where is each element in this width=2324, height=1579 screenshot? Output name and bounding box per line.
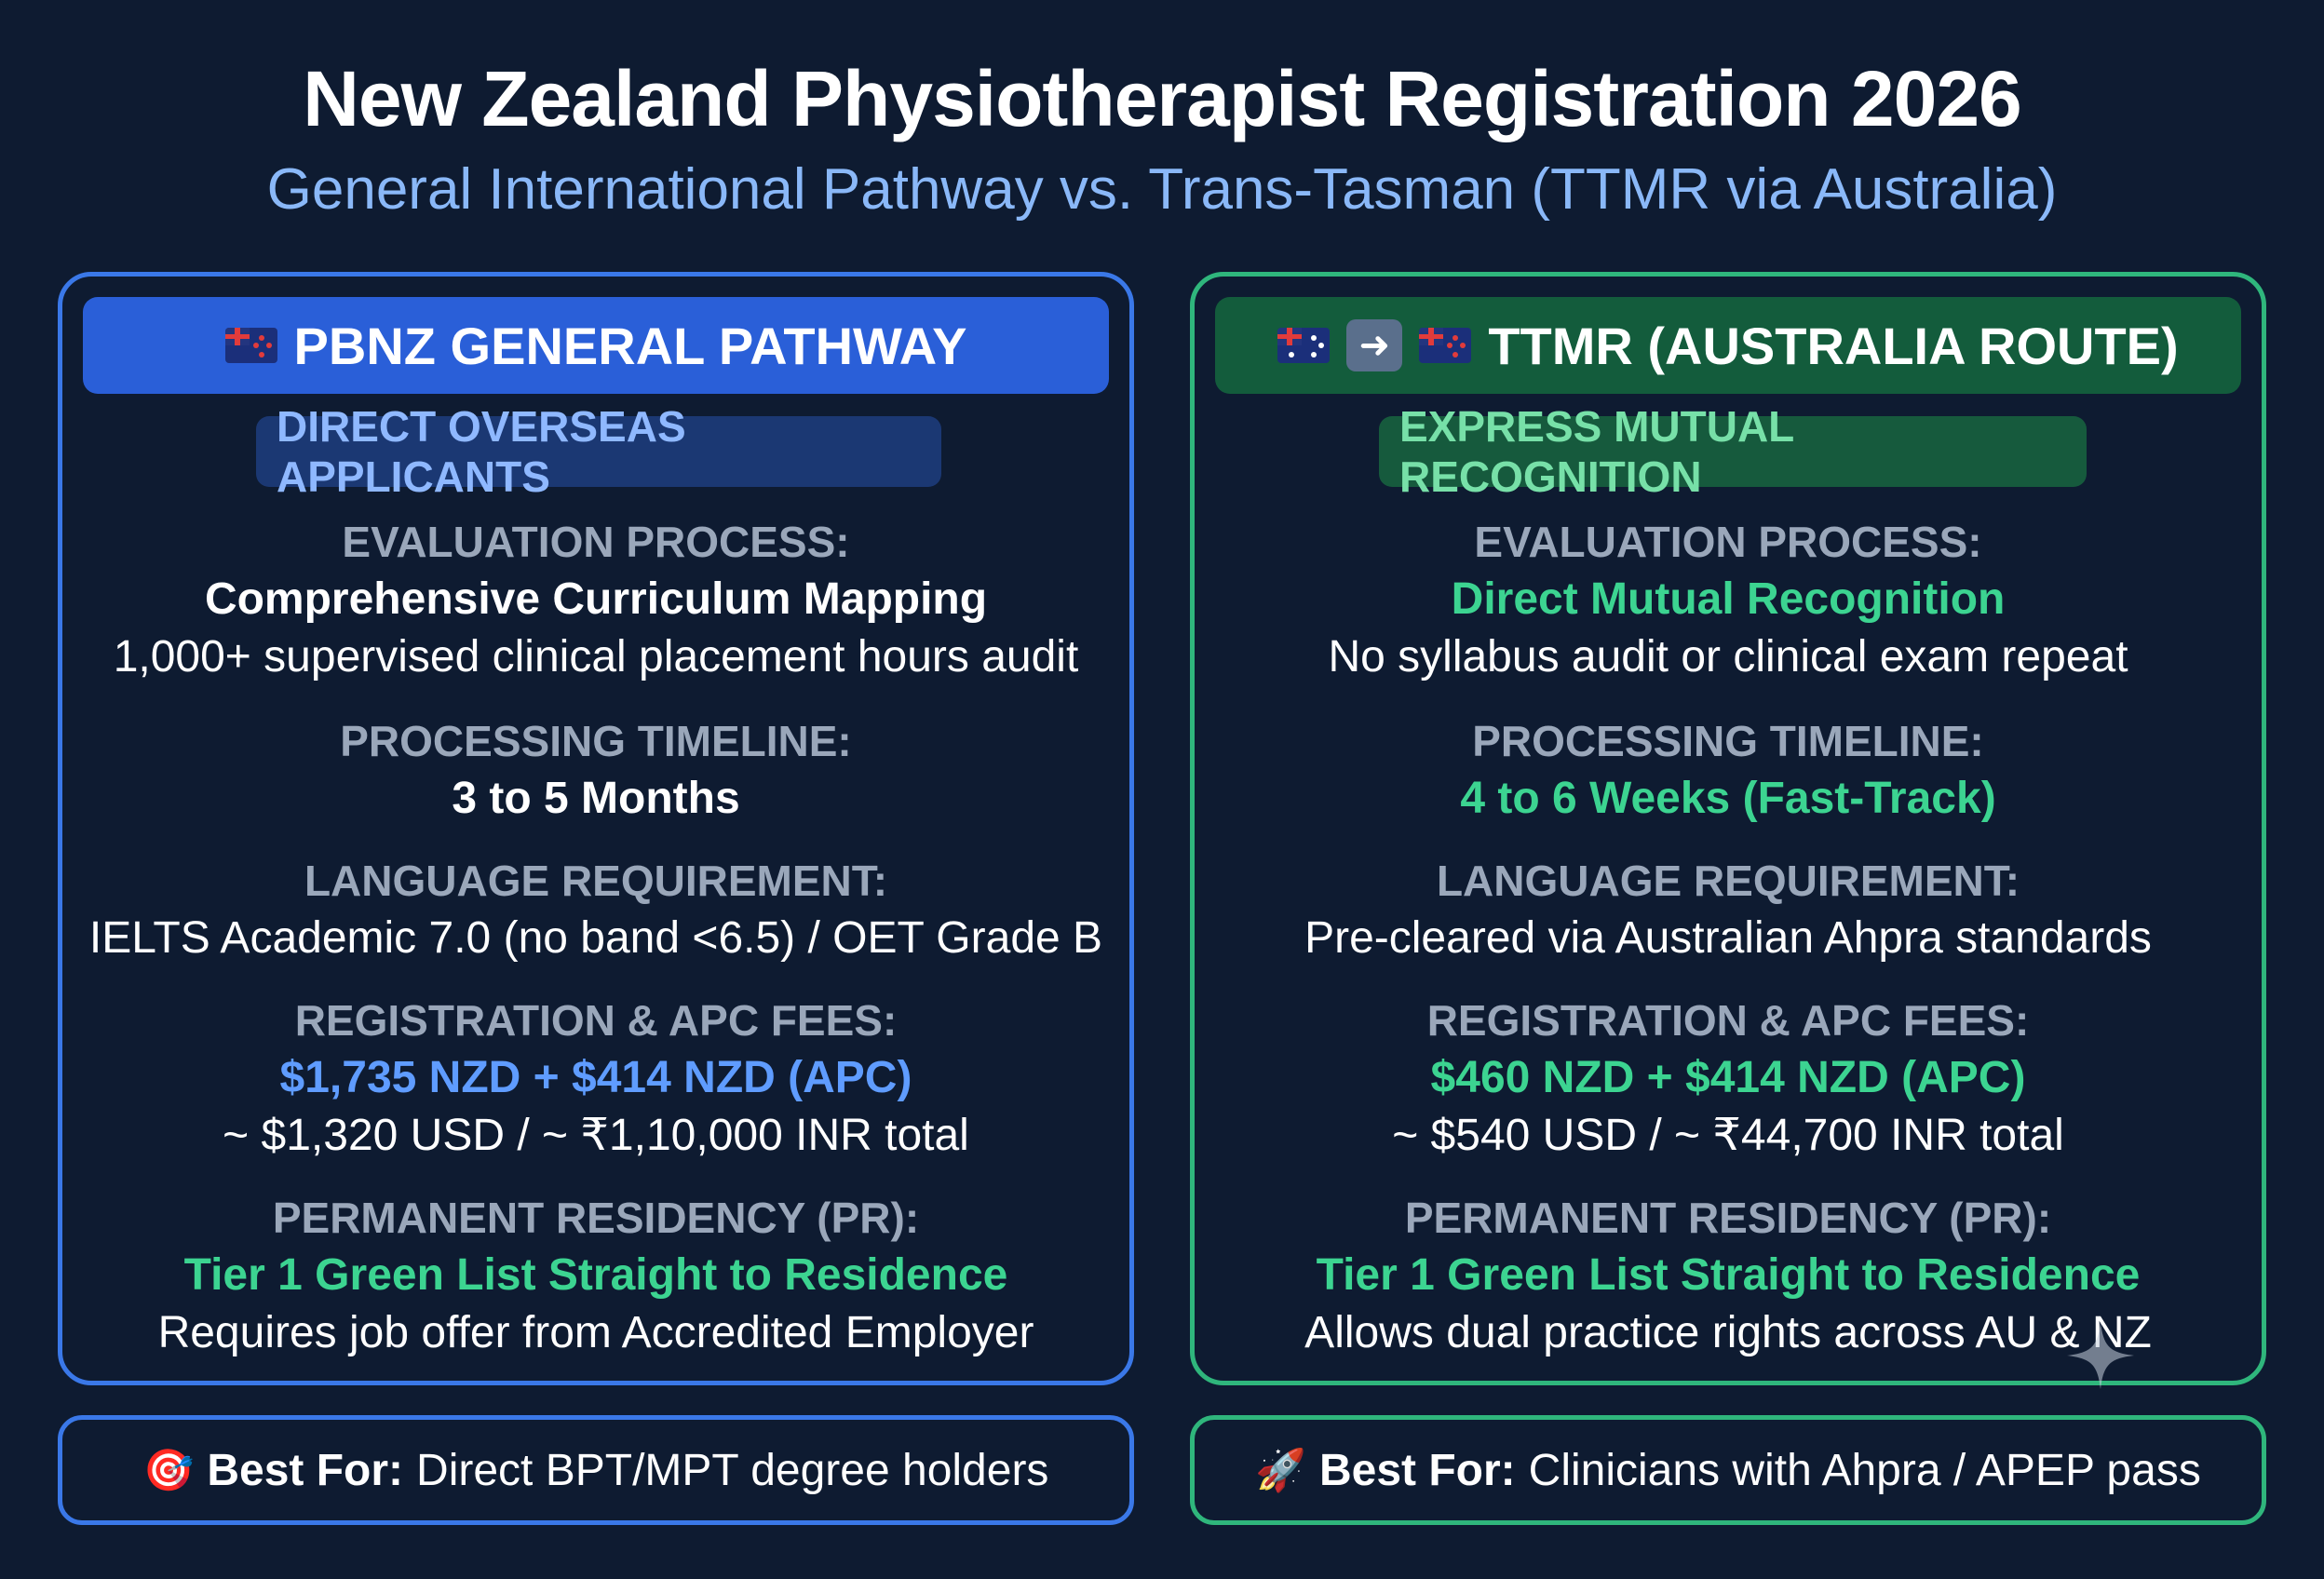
section-label: PERMANENT RESIDENCY (PR):: [1404, 1194, 2052, 1242]
best-for-label: Best For:: [1318, 1445, 1516, 1495]
pill-direct-overseas: DIRECT OVERSEAS APPLICANTS: [256, 402, 941, 501]
section-note: ~ $540 USD / ~ ₹44,700 INR total: [1392, 1111, 2064, 1160]
panel-ttmr: ➜ TTMR (AUSTRALIA ROUTE) EXPRESS MUTUAL …: [1190, 272, 2266, 1385]
section-label: PROCESSING TIMELINE:: [1472, 717, 1984, 765]
section-value: IELTS Academic 7.0 (no band <6.5) / OET …: [88, 913, 1103, 963]
best-for-ttmr: 🚀 Best For: Clinicians with Ahpra / APEP…: [1190, 1415, 2266, 1525]
section-note: Requires job offer from Accredited Emplo…: [157, 1308, 1034, 1357]
arrow-right-icon: ➜: [1346, 319, 1403, 371]
section-value: Comprehensive Curriculum Mapping: [204, 574, 988, 624]
section-label: REGISTRATION & APC FEES:: [294, 996, 898, 1045]
section-label: EVALUATION PROCESS:: [1474, 518, 1982, 566]
section-fees: REGISTRATION & APC FEES: $460 NZD + $414…: [1195, 992, 2262, 1165]
section-label: LANGUAGE REQUIREMENT:: [304, 857, 888, 905]
section-note: Allows dual practice rights across AU & …: [1304, 1308, 2152, 1357]
section-label: REGISTRATION & APC FEES:: [1426, 996, 2030, 1045]
sparkle-icon: [2067, 1322, 2134, 1389]
panel-general-pathway: PBNZ GENERAL PATHWAY DIRECT OVERSEAS APP…: [58, 272, 1134, 1385]
banner-title: TTMR (AUSTRALIA ROUTE): [1488, 316, 2179, 375]
section-value: Direct Mutual Recognition: [1451, 574, 2006, 624]
section-timeline: PROCESSING TIMELINE: 3 to 5 Months: [62, 712, 1129, 828]
section-value: Tier 1 Green List Straight to Residence: [1316, 1250, 2141, 1300]
section-value: Tier 1 Green List Straight to Residence: [183, 1250, 1008, 1300]
section-fees: REGISTRATION & APC FEES: $1,735 NZD + $4…: [62, 992, 1129, 1165]
best-for-label: Best For:: [207, 1445, 404, 1495]
section-evaluation: EVALUATION PROCESS: Direct Mutual Recogn…: [1195, 513, 2262, 686]
page-title: New Zealand Physiotherapist Registration…: [303, 55, 2022, 142]
target-icon: 🎯: [142, 1448, 195, 1493]
section-label: EVALUATION PROCESS:: [342, 518, 850, 566]
page-subtitle: General International Pathway vs. Trans-…: [266, 157, 2058, 222]
section-value: 4 to 6 Weeks (Fast-Track): [1460, 774, 1996, 823]
section-note: ~ $1,320 USD / ~ ₹1,10,000 INR total: [223, 1111, 969, 1160]
section-value: Pre-cleared via Australian Ahpra standar…: [1304, 913, 2152, 963]
section-language: LANGUAGE REQUIREMENT: Pre-cleared via Au…: [1195, 852, 2262, 967]
section-value: $1,735 NZD + $414 NZD (APC): [279, 1053, 912, 1102]
best-for-general: 🎯 Best For: Direct BPT/MPT degree holder…: [58, 1415, 1134, 1525]
section-note: 1,000+ supervised clinical placement hou…: [113, 632, 1079, 682]
section-value: 3 to 5 Months: [452, 774, 740, 823]
nz-flag-icon: [224, 328, 277, 363]
section-pr: PERMANENT RESIDENCY (PR): Tier 1 Green L…: [62, 1189, 1129, 1362]
best-for-text: Direct BPT/MPT degree holders: [416, 1445, 1049, 1495]
section-pr: PERMANENT RESIDENCY (PR): Tier 1 Green L…: [1195, 1189, 2262, 1362]
banner-title: PBNZ GENERAL PATHWAY: [293, 316, 967, 375]
pill-express-recognition: EXPRESS MUTUAL RECOGNITION: [1379, 402, 2087, 501]
best-for-text: Clinicians with Ahpra / APEP pass: [1528, 1445, 2201, 1495]
section-timeline: PROCESSING TIMELINE: 4 to 6 Weeks (Fast-…: [1195, 712, 2262, 828]
section-label: LANGUAGE REQUIREMENT:: [1436, 857, 2020, 905]
section-language: LANGUAGE REQUIREMENT: IELTS Academic 7.0…: [62, 852, 1129, 967]
au-flag-icon: [1277, 328, 1331, 363]
section-label: PROCESSING TIMELINE:: [340, 717, 852, 765]
banner-general-pathway: PBNZ GENERAL PATHWAY: [83, 297, 1109, 394]
section-note: No syllabus audit or clinical exam repea…: [1328, 632, 2128, 682]
rocket-icon: 🚀: [1255, 1448, 1306, 1493]
banner-ttmr: ➜ TTMR (AUSTRALIA ROUTE): [1215, 297, 2241, 394]
section-value: $460 NZD + $414 NZD (APC): [1430, 1053, 2026, 1102]
section-label: PERMANENT RESIDENCY (PR):: [272, 1194, 920, 1242]
section-evaluation: EVALUATION PROCESS: Comprehensive Curric…: [62, 513, 1129, 686]
nz-flag-icon: [1419, 328, 1472, 363]
